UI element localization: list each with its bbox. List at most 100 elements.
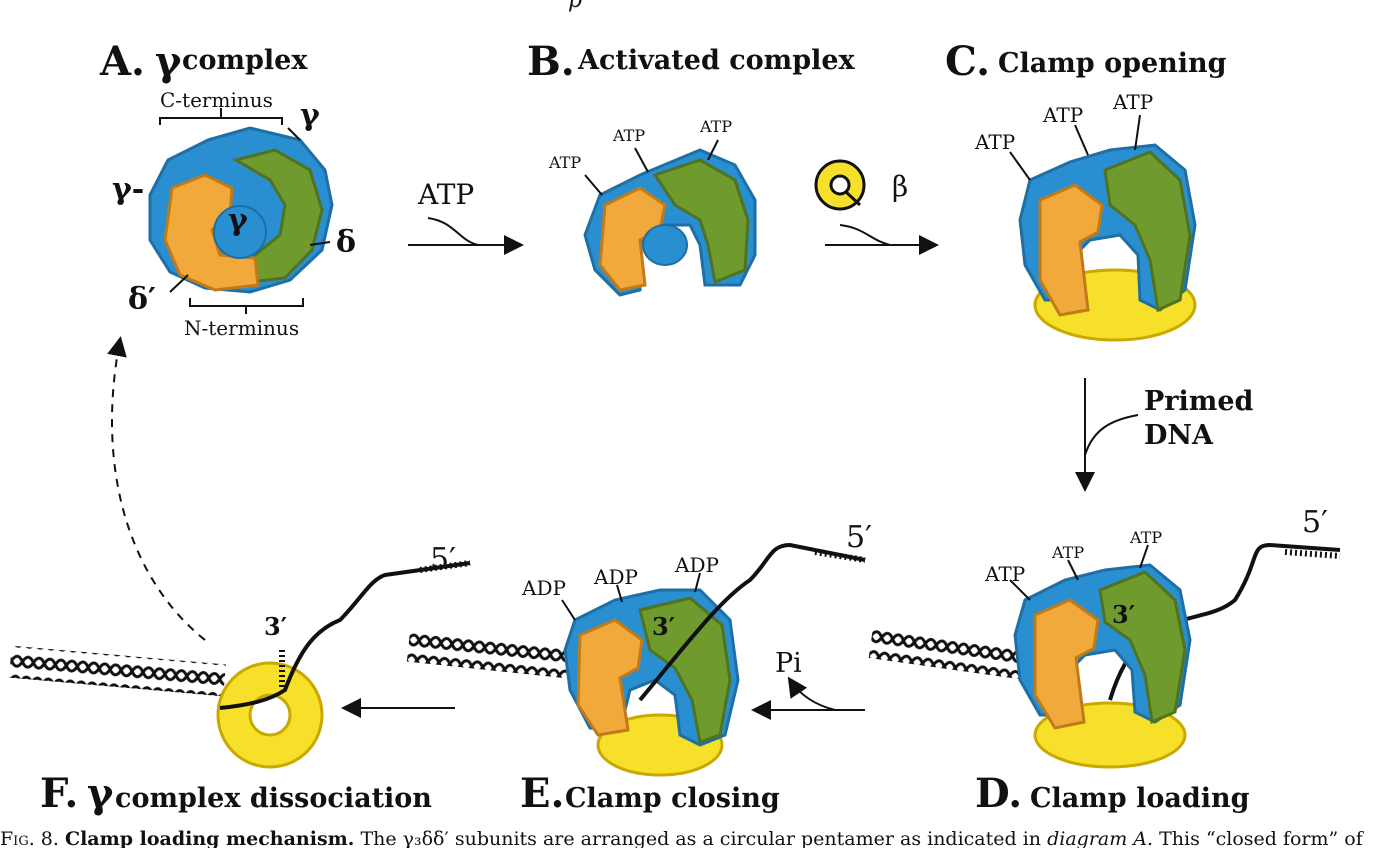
- delta-prime-subunit: [1038, 183, 1104, 317]
- delta-subunit: [1098, 570, 1187, 725]
- arrow-de-label: Pi: [775, 648, 802, 679]
- arrow-cd-label-line2: DNA: [1144, 420, 1214, 451]
- gamma-top-pointer: [287, 127, 301, 141]
- adp-pointer-1: [561, 599, 576, 621]
- arrow-cd-label-line1: Primed: [1144, 386, 1254, 417]
- panel-e-letter: E.: [520, 770, 565, 817]
- panel-c-letter: C.: [945, 38, 991, 85]
- caption-italic: diagram A.: [1047, 828, 1154, 848]
- caption-text-1: The γ₃δδ′ subunits are arranged as a cir…: [360, 828, 1042, 848]
- delta-prime-label: δ′: [128, 282, 156, 317]
- atp-label-2: ATP: [613, 126, 646, 145]
- arrow-f-to-a-dashed: [107, 336, 206, 641]
- panel-a-complex: [148, 108, 334, 314]
- c-terminus-bracket: [159, 108, 283, 125]
- caption-figure-number: Fig. 8.: [0, 828, 59, 848]
- five-prime-end: 5′: [1302, 505, 1328, 540]
- template-strand-bases: [1284, 549, 1341, 559]
- delta-pointer: [309, 241, 331, 246]
- template-strand: [638, 542, 866, 702]
- caption-title: Clamp loading mechanism.: [64, 828, 355, 848]
- atp-label-2: ATP: [1043, 103, 1084, 127]
- panel-c-complex: [1009, 114, 1197, 342]
- gamma-left-label: γ-: [112, 172, 145, 207]
- panel-d-complex: [868, 542, 1341, 769]
- atp-pointer-3: [707, 139, 719, 161]
- panel-e-complex: [406, 542, 866, 777]
- panel-f-title: complex dissociation: [115, 783, 432, 814]
- panel-e-title: Clamp closing: [565, 783, 780, 814]
- panel-d-letter: D.: [975, 770, 1023, 817]
- arrow-a-to-b: [408, 217, 524, 255]
- delta-prime-subunit: [576, 618, 644, 737]
- panel-f-gamma-symbol: γ: [87, 770, 114, 817]
- atp-label-3: ATP: [1130, 528, 1163, 547]
- beta-clamp-hole: [248, 693, 292, 737]
- atp-pointer-2: [1067, 559, 1079, 581]
- top-cropped-text: p: [568, 0, 583, 13]
- three-prime-end: 3′: [652, 612, 676, 641]
- delta-prime-subunit: [598, 186, 667, 292]
- delta-prime-pointer: [169, 274, 189, 293]
- arrow-b-to-c: [814, 159, 939, 255]
- delta-subunit: [652, 158, 750, 285]
- atp-pointer-3: [1134, 114, 1141, 151]
- arrow-d-to-e: [751, 676, 865, 720]
- panel-b-complex: [583, 139, 757, 297]
- template-strand-bases: [419, 560, 471, 573]
- adp-label-1: ADP: [522, 576, 566, 600]
- atp-label-1: ATP: [549, 153, 582, 172]
- atp-pointer-1: [584, 174, 603, 196]
- delta-prime-subunit: [1033, 598, 1100, 730]
- delta-subunit: [232, 148, 324, 284]
- panel-f-letter: F.: [40, 770, 79, 817]
- gamma-center-label: γ: [228, 203, 248, 238]
- n-terminus-bracket: [189, 298, 304, 314]
- three-prime-end: 3′: [264, 612, 288, 641]
- arrow-ab-label: ATP: [418, 178, 475, 211]
- gamma-top-label: γ: [300, 98, 320, 133]
- atp-pointer-2: [1074, 124, 1089, 156]
- delta-subunit: [1103, 150, 1192, 313]
- adp-pointer-3: [694, 572, 701, 593]
- five-prime-end: 5′: [846, 520, 872, 555]
- arrow-c-to-d: [1075, 378, 1139, 492]
- panel-f-complex: [9, 560, 471, 769]
- atp-label-1: ATP: [975, 130, 1016, 154]
- arrow-bc-label: β: [892, 170, 909, 203]
- atp-pointer-1: [1009, 579, 1031, 601]
- gamma-center-subunit: [642, 224, 688, 266]
- adp-label-3: ADP: [675, 553, 719, 577]
- five-prime-end: 5′: [430, 542, 456, 577]
- panel-b-title: Activated complex: [578, 45, 855, 76]
- panel-c-title: Clamp opening: [998, 48, 1227, 79]
- panel-a-letter: A.: [100, 38, 145, 85]
- c-terminus-label: C-terminus: [160, 88, 273, 112]
- caption-text-2: This “closed form” of: [1159, 828, 1363, 848]
- atp-label-1: ATP: [985, 562, 1026, 586]
- gamma-center-subunit: [213, 205, 267, 259]
- atp-pointer-2: [634, 147, 649, 173]
- panel-d-title: Clamp loading: [1030, 783, 1250, 814]
- panel-a-gamma-symbol: γ: [155, 38, 182, 85]
- panel-a-title: complex: [182, 45, 308, 76]
- atp-pointer-1: [1009, 151, 1031, 181]
- duplex-dna: [9, 645, 226, 697]
- atp-label-3: ATP: [1113, 90, 1154, 114]
- adp-label-2: ADP: [594, 565, 638, 589]
- three-prime-end: 3′: [1112, 600, 1136, 629]
- duplex-dna: [406, 629, 610, 683]
- adp-pointer-2: [616, 584, 623, 603]
- n-terminus-label: N-terminus: [184, 316, 300, 340]
- template-strand-bases: [814, 549, 866, 563]
- delta-label: δ: [336, 225, 357, 260]
- atp-label-2: ATP: [1052, 543, 1085, 562]
- atp-label-3: ATP: [700, 117, 733, 136]
- atp-pointer-3: [1139, 544, 1149, 569]
- template-strand: [219, 561, 471, 710]
- figure-caption: Fig. 8. Clamp loading mechanism. The γ₃δ…: [0, 828, 1374, 848]
- delta-subunit: [638, 596, 732, 744]
- panel-b-letter: B.: [527, 38, 575, 85]
